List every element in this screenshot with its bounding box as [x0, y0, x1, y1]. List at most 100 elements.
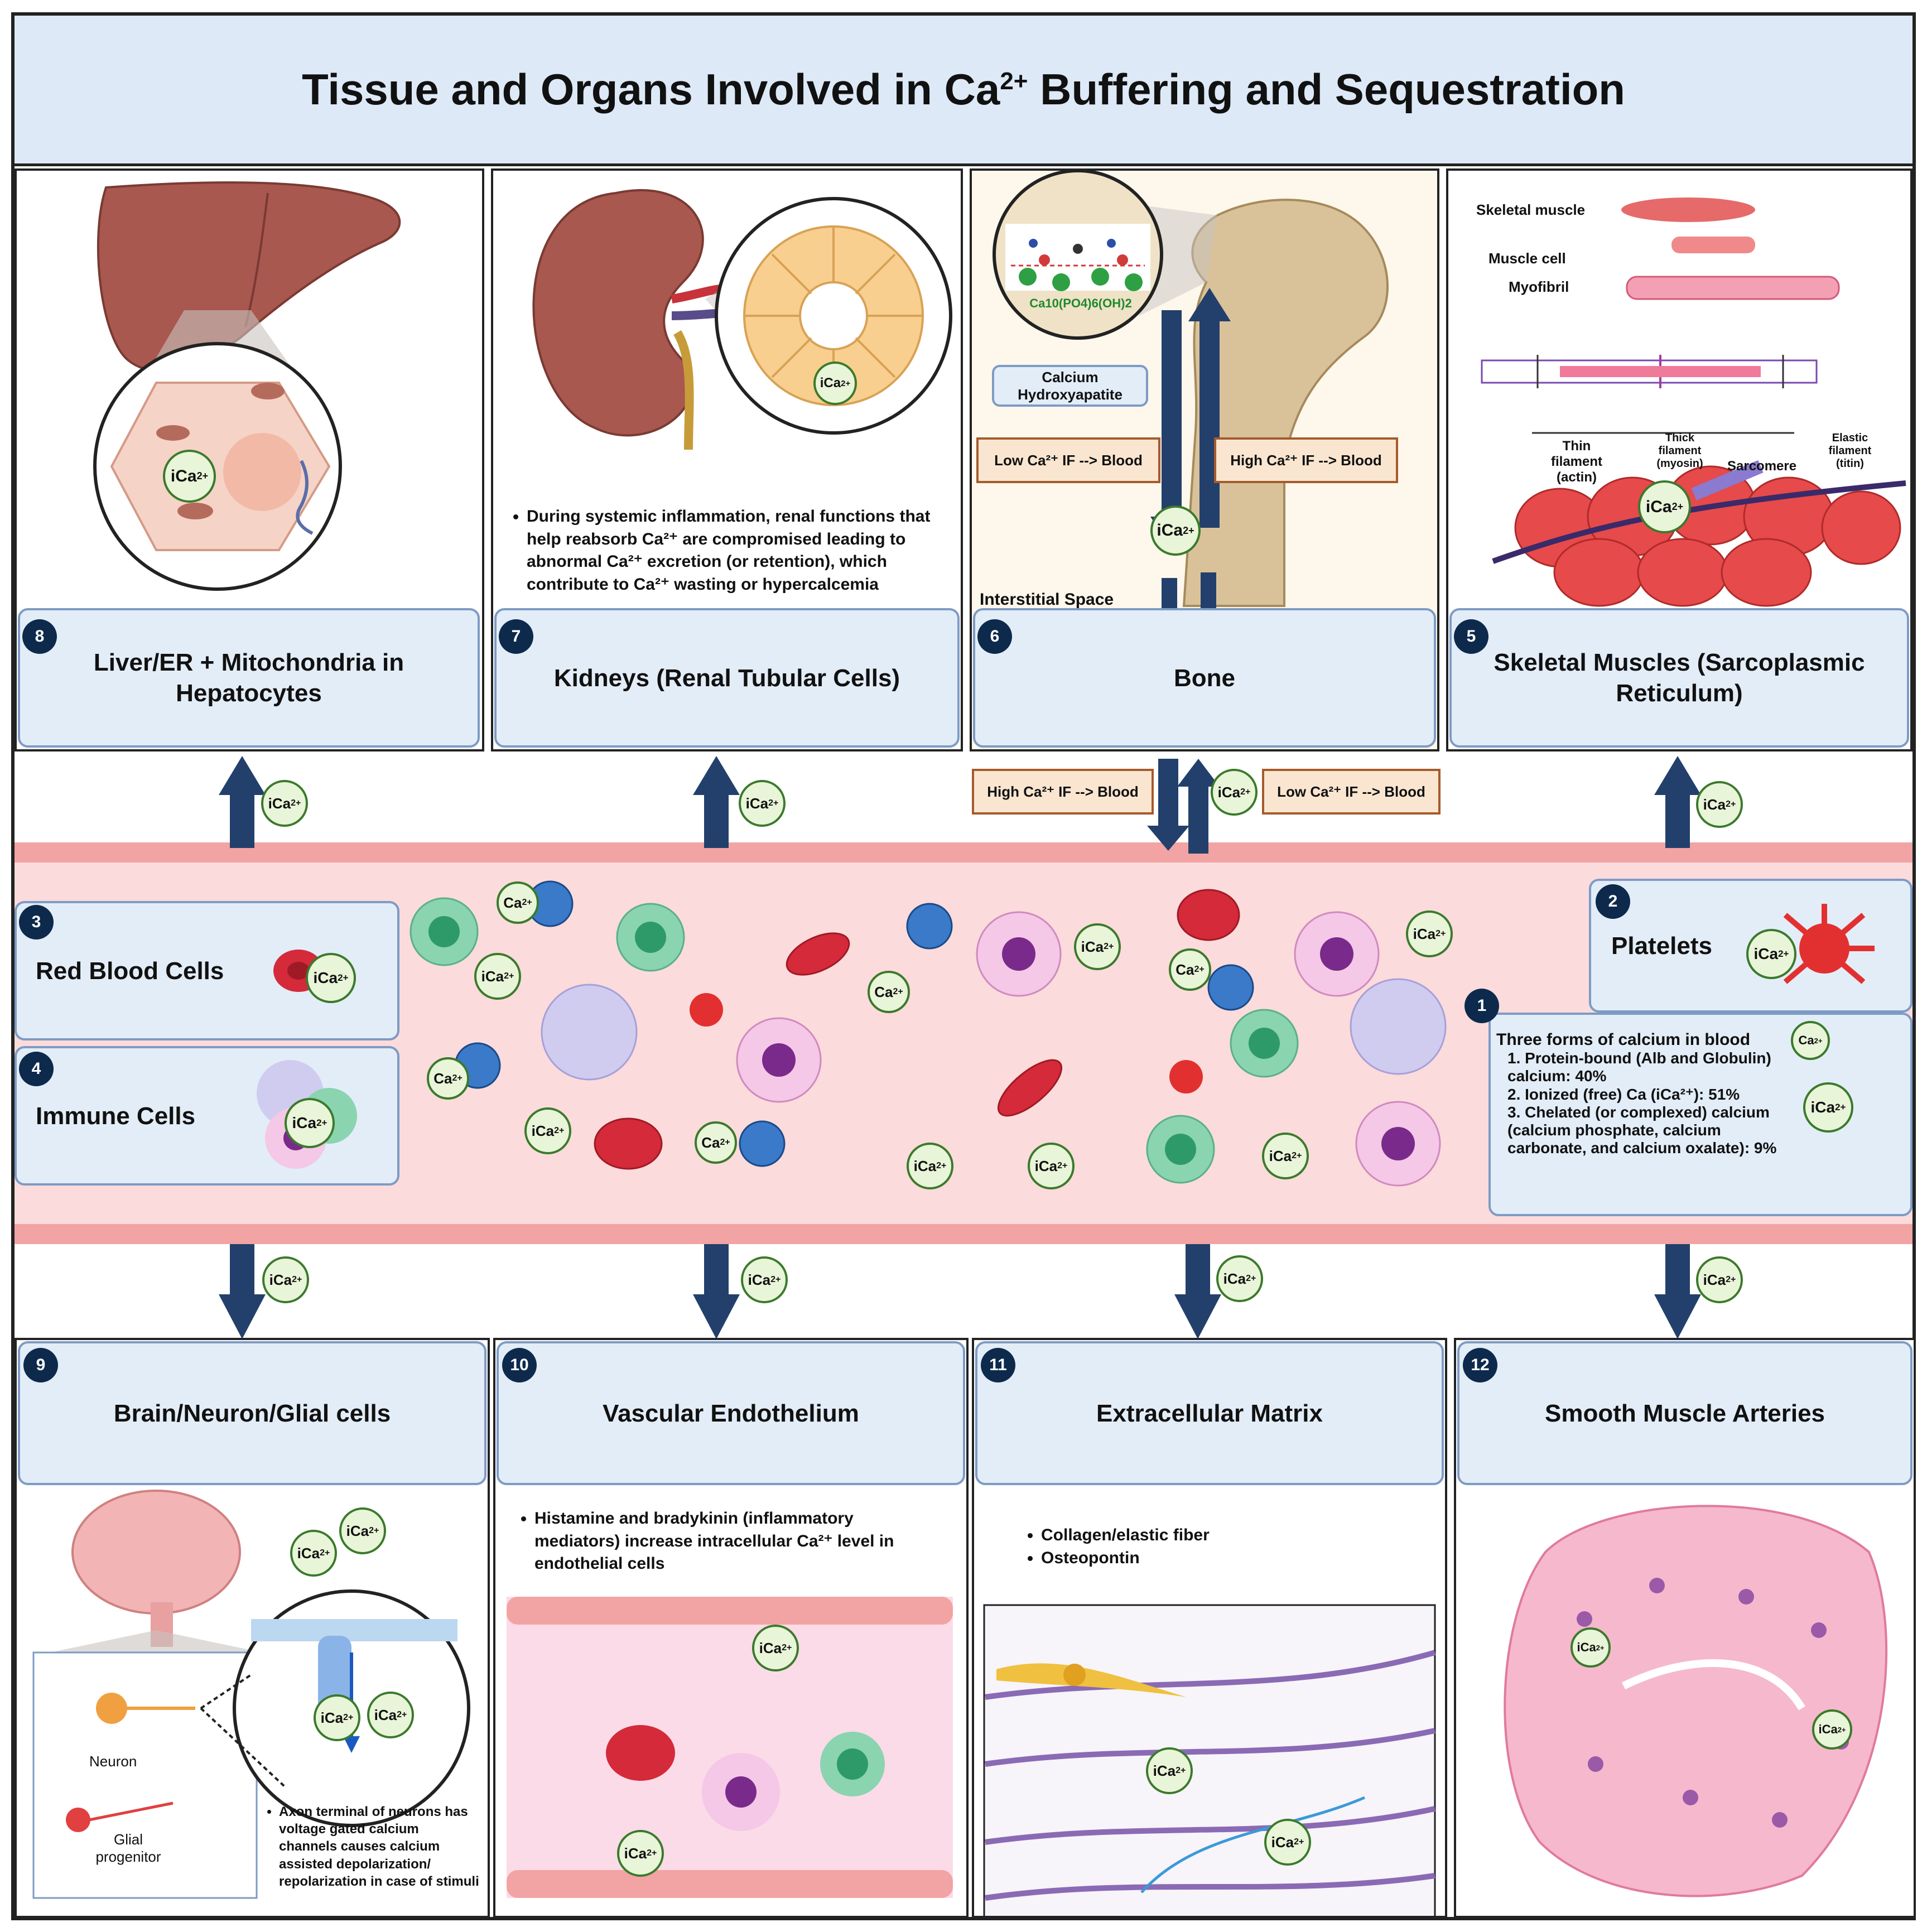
panel-label-liver: Liver/ER + Mitochondria in Hepatocytes: [18, 608, 480, 748]
panel-immune-cells: Immune Cells: [15, 1046, 399, 1186]
muscle-cell-label: Muscle cell: [1488, 250, 1566, 267]
skeletal-muscle-label: Skeletal muscle: [1476, 201, 1586, 218]
blood-low-ca-tag: Low Ca²⁺ IF --> Blood: [1262, 769, 1441, 815]
muscle-illustration: [1481, 197, 1906, 607]
myofibril-label: Myofibril: [1509, 278, 1569, 295]
panel-number-9: 9: [23, 1348, 58, 1382]
platelet-icon: [1783, 904, 1875, 984]
panel-number-10: 10: [502, 1348, 537, 1382]
kidney-note: During systemic inflammation, renal func…: [504, 505, 945, 596]
panel-number-7: 7: [499, 619, 533, 654]
brain-note: Axon terminal of neurons has voltage gat…: [257, 1803, 480, 1890]
header: Tissue and Organs Involved in Ca2+ Buffe…: [15, 16, 1912, 166]
sarcomere-label: Sarcomere: [1727, 459, 1797, 474]
smooth-muscle-illustration: [1504, 1505, 1888, 1897]
panel-number-6: 6: [977, 619, 1012, 654]
blood-cells-illustration: [410, 880, 1447, 1187]
endothelium-note: Histamine and bradykinin (inflammatory m…: [512, 1507, 925, 1576]
page-title: Tissue and Organs Involved in Ca2+ Buffe…: [302, 65, 1625, 114]
panel-number-12: 12: [1463, 1348, 1497, 1382]
panel-number-5: 5: [1454, 619, 1488, 654]
bone-illustration: [993, 171, 1389, 617]
liver-illustration: [93, 181, 401, 591]
hydroxyapatite-label: Calcium Hydroxyapatite: [992, 365, 1148, 407]
panel-number-11: 11: [981, 1348, 1015, 1382]
thick-filament-label: Thick filament (myosin): [1656, 432, 1703, 470]
panel-label-kidneys: Kidneys (Renal Tubular Cells): [494, 608, 960, 748]
interstitial-space-label: Interstitial Space: [980, 590, 1114, 609]
elastic-filament-label: Elastic filament (titin): [1828, 432, 1872, 470]
calcium-form-item: 3. Chelated (or complexed) calcium (calc…: [1507, 1104, 1777, 1157]
ecm-note: Collagen/elastic fiberOsteopontin: [1019, 1524, 1353, 1569]
panel-number-2: 2: [1596, 884, 1630, 919]
blood-high-ca-tag: High Ca²⁺ IF --> Blood: [972, 769, 1154, 815]
thin-filament-label: Thin filament (actin): [1550, 439, 1602, 485]
formula-label: Ca10(PO4)6(OH)2: [1029, 296, 1132, 310]
panel-number-1: 1: [1464, 989, 1499, 1023]
panel-label-brain: Brain/Neuron/Glial cells: [18, 1341, 486, 1485]
panel-number-8: 8: [22, 619, 57, 654]
panel-label-bone: Bone: [973, 608, 1436, 748]
panel-label-smooth-muscle: Smooth Muscle Arteries: [1457, 1341, 1912, 1485]
high-ca-tag: High Ca²⁺ IF --> Blood: [1214, 437, 1398, 483]
low-ca-tag: Low Ca²⁺ IF --> Blood: [976, 437, 1160, 483]
calcium-forms-title: Three forms of calcium in blood: [1496, 1030, 1751, 1049]
brain-illustration: [32, 1490, 470, 1899]
glial-label: Glial progenitor: [95, 1831, 161, 1865]
calcium-form-item: 1. Protein-bound (Alb and Globulin) calc…: [1507, 1049, 1771, 1085]
panel-bone: Ca10(PO4)6(OH)2 Calcium Hydroxyapatite L…: [970, 168, 1439, 751]
panel-label-endothelium: Vascular Endothelium: [497, 1341, 965, 1485]
endothelium-illustration: [507, 1597, 953, 1898]
calcium-form-item: 2. Ionized (free) Ca (iCa²⁺): 51%: [1507, 1086, 1740, 1103]
outer-frame: [11, 12, 1916, 1920]
panel-number-4: 4: [19, 1052, 54, 1086]
panel-number-3: 3: [19, 905, 54, 939]
panel-label-skeletal-muscle: Skeletal Muscles (Sarcoplasmic Reticulum…: [1449, 608, 1909, 748]
panel-label-ecm: Extracellular Matrix: [975, 1341, 1444, 1485]
kidney-illustration: [532, 189, 952, 450]
ecm-illustration: [983, 1604, 1436, 1916]
neuron-label: Neuron: [89, 1753, 137, 1770]
